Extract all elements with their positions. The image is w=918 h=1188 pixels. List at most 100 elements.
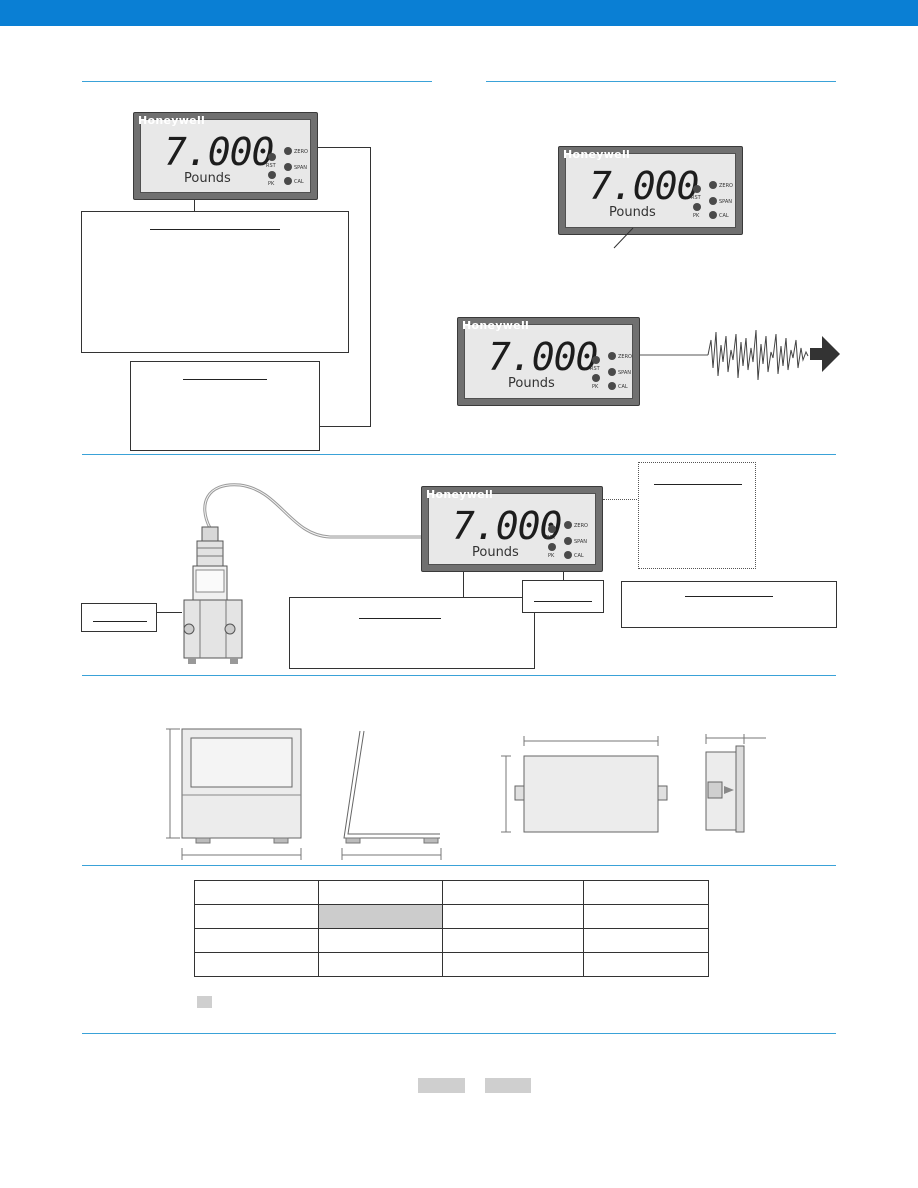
callout-title-underline [359, 618, 441, 619]
pk-button[interactable] [268, 171, 276, 179]
cal-button[interactable] [284, 177, 292, 185]
cal-label: CAL [294, 179, 304, 185]
brand-logo: Honeywell [563, 148, 631, 161]
table-cell [441, 880, 585, 905]
connector-line [156, 612, 182, 613]
callout-box [621, 581, 837, 628]
connector-line [318, 147, 371, 148]
rst-label: RST [546, 535, 556, 541]
connector-line [370, 147, 371, 427]
span-label: SPAN [618, 370, 632, 376]
pk-button[interactable] [592, 374, 600, 382]
table-row [194, 904, 709, 929]
highlight-block [418, 1078, 465, 1093]
spec-table [194, 880, 709, 977]
table-cell [583, 952, 709, 977]
cal-label: CAL [618, 384, 628, 390]
span-button[interactable] [564, 537, 572, 545]
zero-button[interactable] [608, 352, 616, 360]
zero-label: ZERO [719, 183, 733, 189]
meter-reading: 7.000 [164, 130, 274, 174]
zero-label: ZERO [294, 149, 308, 155]
table-cell [194, 880, 319, 905]
span-label: SPAN [574, 539, 588, 545]
meter-display: Honeywell 7.000 Pounds RST PK ZERO SPAN … [421, 486, 603, 572]
rst-label: RST [266, 163, 276, 169]
meter-display: Honeywell 7.000 Pounds RST PK ZERO SPAN … [133, 112, 318, 200]
callout-box [130, 361, 320, 451]
meter-display: Honeywell 7.000 Pounds RST PK ZERO SPAN … [558, 146, 743, 235]
zero-button[interactable] [284, 147, 292, 155]
span-label: SPAN [294, 165, 308, 171]
highlight-block [485, 1078, 531, 1093]
section-rule [82, 81, 432, 82]
cal-label: CAL [574, 553, 584, 559]
pk-label: PK [548, 553, 555, 559]
pk-button[interactable] [693, 203, 701, 211]
section-rule [82, 675, 836, 676]
zero-label: ZERO [618, 354, 632, 360]
brand-logo: Honeywell [138, 114, 206, 127]
callout-title-underline [534, 601, 592, 602]
span-button[interactable] [608, 368, 616, 376]
callout-title-underline [93, 621, 147, 622]
table-cell [441, 928, 585, 953]
table-cell-highlighted [317, 904, 443, 929]
cal-button[interactable] [608, 382, 616, 390]
meter-reading: 7.000 [488, 335, 598, 379]
dotted-callout-box [638, 462, 756, 569]
zero-button[interactable] [564, 521, 572, 529]
table-cell [194, 904, 319, 929]
table-cell [194, 928, 319, 953]
table-cell [441, 952, 585, 977]
zero-label: ZERO [574, 523, 588, 529]
connector-line [463, 572, 464, 598]
rst-button[interactable] [592, 356, 600, 364]
section-rule [82, 865, 836, 866]
pk-label: PK [693, 213, 700, 219]
callout-box [81, 211, 349, 353]
connector-line [563, 572, 564, 581]
zero-button[interactable] [709, 181, 717, 189]
cal-button[interactable] [564, 551, 572, 559]
callout-title-underline [685, 596, 773, 597]
pk-label: PK [592, 384, 599, 390]
section-rule [82, 1033, 836, 1034]
table-cell [583, 928, 709, 953]
table-cell [194, 952, 319, 977]
dotted-connector [603, 499, 637, 500]
meter-unit: Pounds [184, 171, 231, 186]
rst-button[interactable] [548, 525, 556, 533]
rst-button[interactable] [268, 153, 276, 161]
callout-title-underline [183, 379, 267, 380]
callout-title-underline [150, 229, 280, 230]
span-button[interactable] [709, 197, 717, 205]
callout-box [522, 580, 604, 613]
cal-button[interactable] [709, 211, 717, 219]
header-bar [0, 0, 918, 26]
legend-swatch [197, 996, 212, 1008]
span-label: SPAN [719, 199, 733, 205]
meter-unit: Pounds [472, 545, 519, 560]
callout-box [289, 597, 535, 669]
section-rule [486, 81, 836, 82]
section-rule [82, 454, 836, 455]
meter-reading: 7.000 [452, 504, 562, 548]
pk-button[interactable] [548, 543, 556, 551]
rst-label: RST [691, 195, 701, 201]
rst-button[interactable] [693, 185, 701, 193]
callout-title-underline [654, 484, 742, 485]
table-row [194, 880, 709, 905]
table-row [194, 952, 709, 977]
brand-logo: Honeywell [426, 488, 494, 501]
meter-display: Honeywell 7.000 Pounds RST PK ZERO SPAN … [457, 317, 640, 406]
span-button[interactable] [284, 163, 292, 171]
pk-label: PK [268, 181, 275, 187]
table-cell [441, 904, 585, 929]
table-cell [317, 880, 443, 905]
